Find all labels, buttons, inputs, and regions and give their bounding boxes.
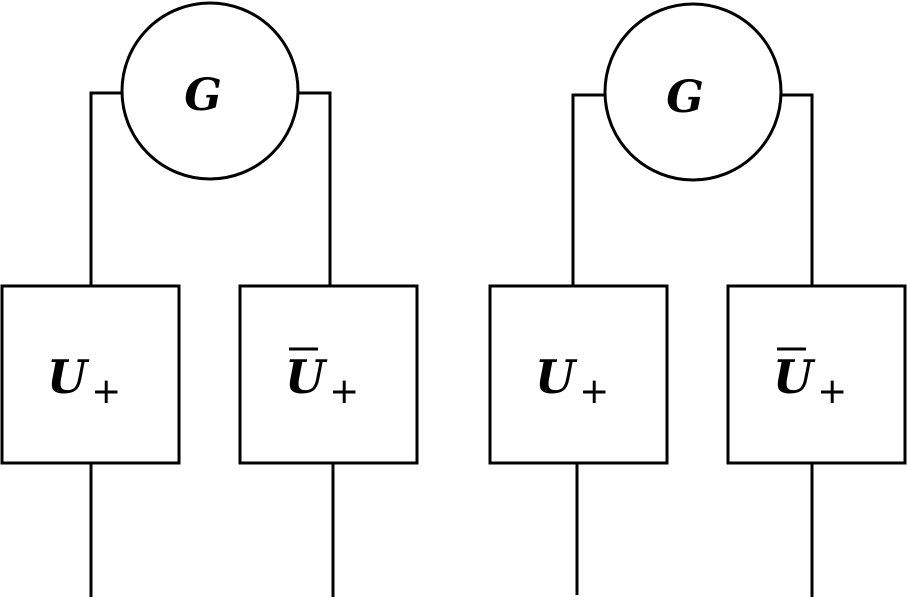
diagram-2-right-box-subscript: + — [817, 371, 847, 412]
diagram-2-left-upper-wire — [571, 93, 606, 285]
diagram-1-right-box-label: U+ — [285, 350, 359, 412]
diagram-1-left-box-subscript: + — [91, 371, 121, 412]
diagram-1-right-box — [238, 284, 419, 465]
diagram-1-gate-circle — [120, 1, 300, 181]
diagram-2-gate-label: G — [666, 72, 704, 123]
diagram-2-right-box — [726, 284, 907, 465]
diagram-2-right-upper-wire — [781, 93, 814, 285]
diagram-1-left-box-label: U+ — [47, 350, 121, 412]
diagram-1-left-box-main: U — [47, 350, 90, 404]
diagram-2-right-box-main: U — [773, 350, 816, 404]
diagram-1-right-box-main: U — [285, 350, 328, 404]
diagram-1-left-box — [0, 284, 181, 465]
diagram-2-left-box-subscript: + — [579, 371, 609, 412]
diagram-2-left-box-main: U — [535, 350, 578, 404]
diagram-2-gate-circle — [603, 2, 783, 182]
diagram-1-right-box-subscript: + — [329, 371, 359, 412]
diagram-2: G U+ U+ — [488, 2, 907, 597]
diagram-2-left-box — [488, 284, 669, 465]
diagram-2-left-box-label: U+ — [535, 350, 609, 412]
diagram-1-left-upper-wire — [89, 91, 123, 285]
diagram-1-right-upper-wire — [297, 91, 332, 285]
diagram-2-right-box-label: U+ — [773, 350, 847, 412]
diagram-1: G U+ U+ — [0, 1, 419, 597]
diagram-1-gate-label: G — [184, 70, 222, 121]
